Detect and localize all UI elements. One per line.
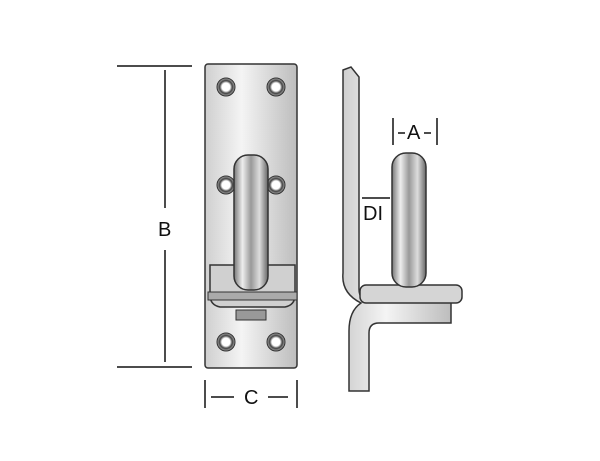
dimension-a [392, 118, 438, 145]
label-b: B [158, 219, 172, 241]
front-view [204, 63, 298, 369]
dimension-b [117, 65, 192, 368]
label-c: C [244, 387, 259, 409]
dimension-c [204, 380, 298, 408]
label-a: A [407, 122, 421, 144]
label-di: DI [363, 203, 383, 225]
side-view [342, 66, 463, 392]
